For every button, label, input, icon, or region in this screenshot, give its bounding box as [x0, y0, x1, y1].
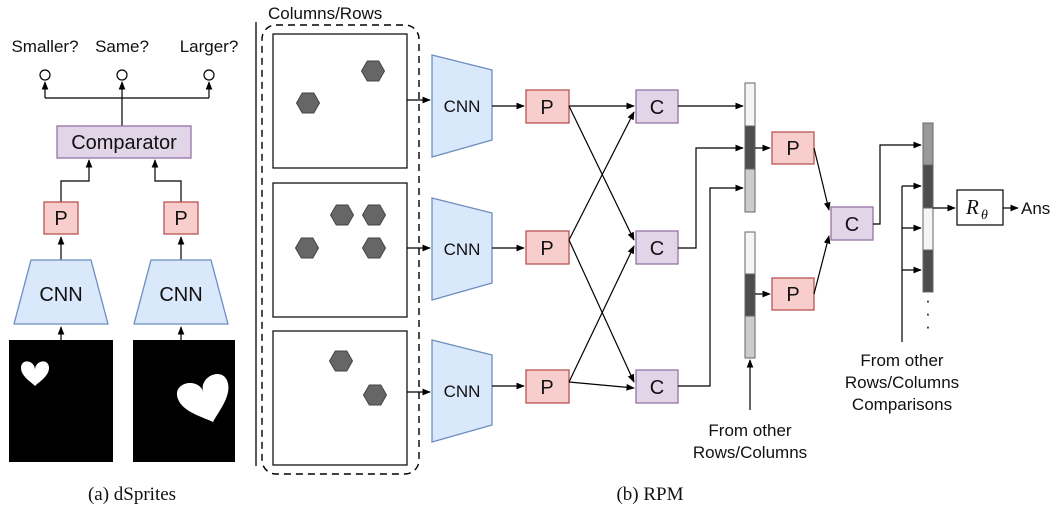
ellipsis-dot-3: · — [925, 317, 931, 336]
p3-to-c2 — [568, 245, 635, 383]
final-bar-segment-3 — [922, 207, 934, 251]
left-cnn-label: CNN — [39, 284, 82, 306]
ellipsis-dot-2: · — [925, 304, 931, 323]
rpm-cnn-1 — [431, 54, 493, 158]
ellipsis-dot-1: · — [925, 291, 931, 310]
right-cnn-label: CNN — [159, 284, 202, 306]
large-heart-icon — [177, 374, 229, 422]
same-output-label: Same? — [95, 37, 149, 56]
panel-image-2 — [272, 182, 408, 318]
right-p-box — [163, 201, 199, 235]
rpm-c-3-label: C — [650, 377, 664, 399]
rpm-cnn-2-label: CNN — [444, 240, 481, 259]
rpm-c-1-label: C — [650, 97, 664, 119]
left-cnn-trapezoid — [13, 259, 109, 325]
larger-output-node — [203, 69, 215, 81]
p2-to-c3 — [568, 239, 635, 383]
hexagon-shape — [294, 237, 320, 259]
larger-output-label: Larger? — [180, 37, 239, 56]
columns-rows-group — [261, 24, 420, 475]
c2-to-bar — [678, 144, 744, 249]
from-other-comparisons-line3: Comparisons — [852, 395, 952, 414]
c-stage2-to-final-bar — [873, 141, 922, 225]
rpm-p-stage2-2-label: P — [786, 284, 799, 306]
reasoner-subscript: θ — [981, 208, 988, 223]
panel-image-1 — [272, 33, 408, 169]
small-heart-image — [9, 340, 113, 462]
p-stage2-2-to-c — [813, 235, 831, 295]
rpm-c-2-label: C — [650, 238, 664, 260]
from-other-comparisons-line1: From other — [860, 351, 943, 370]
hexagon-shape — [295, 92, 321, 114]
rpm-p-stage2-2 — [771, 277, 815, 311]
c3-to-bar — [678, 184, 744, 387]
rpm-cnn-3 — [431, 339, 493, 443]
hexagon-shapes — [294, 60, 388, 406]
feature-bar-top-segment-3 — [744, 168, 756, 213]
smaller-output-label: Smaller? — [11, 37, 78, 56]
rpm-p-3 — [525, 369, 570, 404]
p1-to-c2 — [568, 105, 635, 241]
rpm-p-1 — [525, 89, 570, 124]
left-p-to-comparator — [60, 159, 93, 202]
rpm-cnn-2 — [431, 197, 493, 301]
from-other-rows-columns-line1: From other — [708, 421, 791, 440]
p2-to-c1 — [568, 111, 635, 241]
feature-bar-top-segment-2 — [744, 125, 756, 170]
final-bar-segment-4 — [922, 249, 934, 293]
rpm-c-stage2-label: C — [845, 214, 859, 236]
final-bar-segment-2 — [922, 164, 934, 209]
small-heart-icon — [21, 361, 49, 386]
right-p-to-comparator — [151, 159, 182, 202]
dsprites-panel: Smaller? Same? Larger? Comparator P P CN… — [9, 37, 238, 505]
feature-bar-bottom-segment-3 — [744, 315, 756, 359]
same-output-node — [116, 69, 128, 81]
left-p-label: P — [54, 208, 67, 230]
rpm-p-stage2-1-label: P — [786, 138, 799, 160]
rpm-caption: (b) RPM — [616, 484, 683, 505]
smaller-output-node — [39, 69, 51, 81]
feature-bar-bottom-segment-1 — [744, 231, 756, 275]
comparator-box — [56, 125, 192, 159]
rpm-c-1 — [635, 89, 679, 124]
hexagon-shape — [362, 384, 388, 406]
rpm-c-3 — [635, 369, 679, 404]
hexagon-shape — [360, 60, 386, 82]
rpm-cnn-1-label: CNN — [444, 97, 481, 116]
feature-bar-top-segment-1 — [744, 82, 756, 127]
dsprites-caption: (a) dSprites — [88, 484, 176, 505]
right-cnn-trapezoid — [133, 259, 229, 325]
comparator-label: Comparator — [71, 132, 177, 154]
from-other-comparisons-line2: Rows/Columns — [845, 373, 959, 392]
left-p-box — [43, 201, 79, 235]
hexagon-shape — [361, 204, 387, 226]
hexagon-shape — [329, 204, 355, 226]
hexagon-shape — [328, 350, 354, 372]
p3-to-c3 — [568, 381, 635, 391]
feature-bar-bottom-segment-2 — [744, 273, 756, 317]
columns-rows-label: Columns/Rows — [268, 4, 382, 23]
hexagon-shape — [361, 237, 387, 259]
rpm-cnn-3-label: CNN — [444, 382, 481, 401]
rpm-p-1-label: P — [540, 97, 553, 119]
rpm-panel: Columns/Rows CNN CNN CNN P P P — [261, 4, 1050, 505]
rpm-p-2-label: P — [540, 238, 553, 260]
right-p-label: P — [174, 208, 187, 230]
rpm-p-3-label: P — [540, 377, 553, 399]
final-bar-segment-1 — [922, 122, 934, 166]
rpm-p-2 — [525, 230, 570, 265]
p-stage2-1-to-c — [813, 147, 831, 211]
reasoner-symbol: R — [965, 195, 979, 219]
rpm-c-2 — [635, 230, 679, 265]
from-other-rows-columns-line2: Rows/Columns — [693, 443, 807, 462]
answer-label: Ans — [1021, 199, 1050, 218]
reasoner-box — [956, 189, 1004, 226]
rpm-p-stage2-1 — [771, 131, 815, 165]
